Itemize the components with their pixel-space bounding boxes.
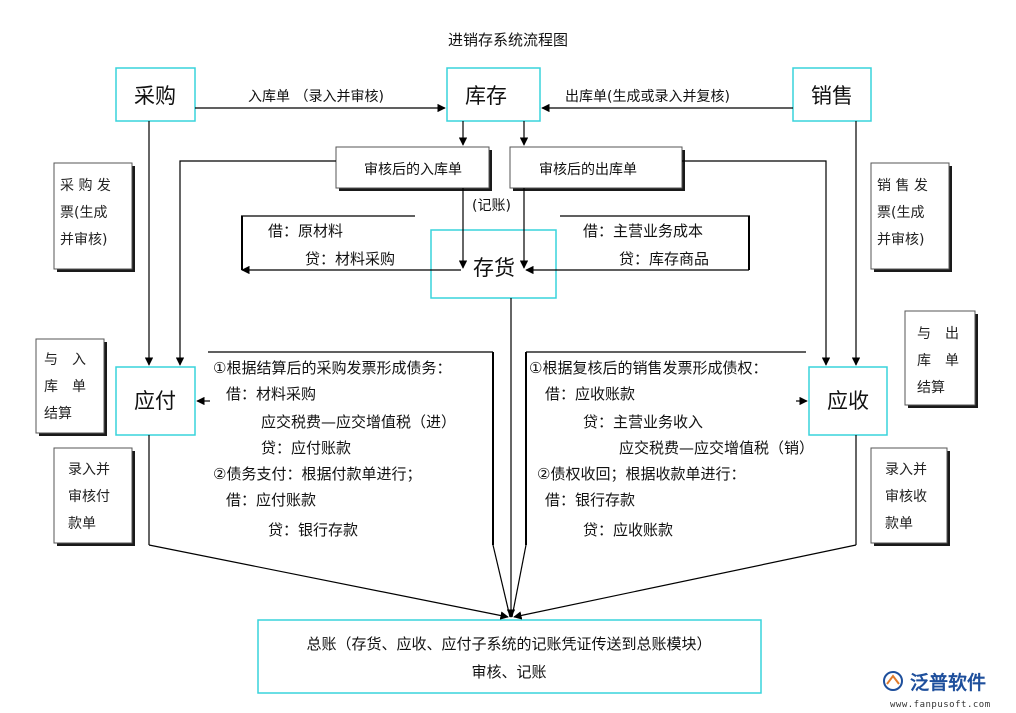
node-payable: 应付 — [115, 366, 196, 436]
node-stock-label: 存货 — [473, 256, 515, 280]
entry-line: 借：材料采购 — [226, 385, 316, 403]
note-line: 销 售 发 — [877, 178, 928, 194]
fanpu-logo-icon — [883, 671, 903, 691]
note-line: 款单 — [885, 516, 913, 532]
line-receivable-block-to-gl — [511, 544, 527, 618]
note-line: 票(生成 — [877, 205, 924, 221]
node-sales-label: 销售 — [811, 84, 853, 108]
gl-line-2: 审核、记账 — [471, 663, 546, 681]
entry-line: 贷：银行存款 — [268, 521, 358, 539]
node-stock: 存货 — [430, 229, 557, 299]
entry-line: 贷：应付账款 — [261, 439, 351, 457]
entry-debit-line: 借：主营业务成本 — [583, 222, 703, 240]
entry-credit-line: 贷：库存商品 — [619, 250, 709, 268]
arrow-payable-to-gl — [148, 544, 509, 620]
audited-inbound-box: 审核后的入库单 — [335, 146, 492, 191]
note-line: 与 入 — [44, 352, 86, 368]
node-inventory: 库存 — [446, 67, 541, 122]
note-line: 票(生成 — [60, 205, 107, 221]
entry-line: ②债务支付：根据付款单进行； — [213, 465, 421, 483]
entry-line: 应交税费—应交增值税（进） — [261, 413, 456, 431]
line-payable-block-to-gl — [492, 544, 511, 618]
node-purchase: 采购 — [115, 67, 196, 122]
note-settle-outbound: 与 出 库 单 结算 — [904, 310, 978, 408]
brand-name: 泛普软件 — [910, 671, 986, 694]
node-purchase-label: 采购 — [134, 84, 176, 108]
brand-logo: 泛普软件 www.fanpusoft.com — [883, 671, 991, 710]
node-receivable: 应收 — [808, 366, 888, 436]
note-line: 录入并 — [885, 462, 927, 478]
note-line: 并审核) — [877, 232, 924, 248]
diagram-title: 进销存系统流程图 — [448, 31, 568, 49]
entry-line: 贷：应收账款 — [583, 521, 673, 539]
node-payable-label: 应付 — [134, 389, 176, 413]
node-sales: 销售 — [792, 67, 872, 122]
note-purchase-invoice: 采 购 发 票(生成 并审核) — [53, 162, 135, 272]
note-line: 审核收 — [885, 489, 927, 505]
note-line: 并审核) — [60, 232, 107, 248]
note-line: 结算 — [44, 406, 72, 422]
entry-credit-line: 贷：材料采购 — [305, 250, 395, 268]
gl-line-1: 总账（存货、应收、应付子系统的记账凭证传送到总账模块） — [306, 635, 711, 653]
note-line: 库 单 — [44, 379, 86, 395]
note-line: 与 出 — [917, 326, 959, 342]
entry-left-top: 借：原材料 贷：材料采购 — [241, 215, 461, 275]
entry-right-top: 借：主营业务成本 贷：库存商品 — [525, 215, 750, 275]
note-line: 款单 — [68, 516, 96, 532]
entry-line: 应交税费—应交增值税（销） — [619, 439, 814, 457]
note-settle-inbound: 与 入 库 单 结算 — [35, 338, 107, 436]
outbound-receipt-label: 出库单(生成或录入并复核) — [565, 88, 730, 105]
note-receipt-entry: 录入并 审核收 款单 — [870, 447, 950, 546]
entry-line: ①根据结算后的采购发票形成债务： — [213, 359, 451, 377]
entry-debit-line: 借：原材料 — [268, 222, 343, 240]
note-line: 结算 — [917, 380, 945, 396]
node-receivable-label: 应收 — [827, 389, 869, 413]
entry-line: ①根据复核后的销售发票形成债权： — [529, 359, 767, 377]
entry-line: 借：银行存款 — [545, 491, 635, 509]
note-payment-entry: 录入并 审核付 款单 — [53, 447, 135, 546]
note-sales-invoice: 销 售 发 票(生成 并审核) — [870, 162, 952, 272]
entry-line: 借：应收账款 — [545, 385, 635, 403]
entry-line: 借：应付账款 — [226, 491, 316, 509]
entry-receivable-block: ①根据复核后的销售发票形成债权： 借：应收账款 贷：主营业务收入 应交税费—应交… — [525, 351, 814, 545]
audited-outbound-label: 审核后的出库单 — [539, 162, 637, 178]
entry-payable-block: ①根据结算后的采购发票形成债务： 借：材料采购 应交税费—应交增值税（进） 贷：… — [196, 351, 494, 545]
arrow-audited-outbound-to-receivable — [682, 160, 831, 366]
brand-url: www.fanpusoft.com — [890, 700, 991, 710]
node-general-ledger: 总账（存货、应收、应付子系统的记账凭证传送到总账模块） 审核、记账 — [257, 619, 762, 694]
note-line: 采 购 发 — [60, 178, 111, 194]
entry-line: 贷：主营业务收入 — [583, 413, 703, 431]
bookkeeping-label: (记账) — [472, 198, 511, 214]
audited-outbound-box: 审核后的出库单 — [509, 146, 685, 191]
arrow-receivable-to-gl — [513, 544, 857, 620]
node-inventory-label: 库存 — [465, 84, 507, 108]
entry-line: ②债权收回；根据收款单进行： — [537, 465, 745, 483]
arrow-audited-inbound-to-payable — [175, 160, 336, 366]
note-line: 录入并 — [68, 462, 110, 478]
note-line: 库 单 — [917, 353, 959, 369]
audited-inbound-label: 审核后的入库单 — [364, 162, 462, 178]
note-line: 审核付 — [68, 489, 110, 505]
inbound-receipt-label: 入库单 （录入并审核) — [248, 89, 384, 105]
